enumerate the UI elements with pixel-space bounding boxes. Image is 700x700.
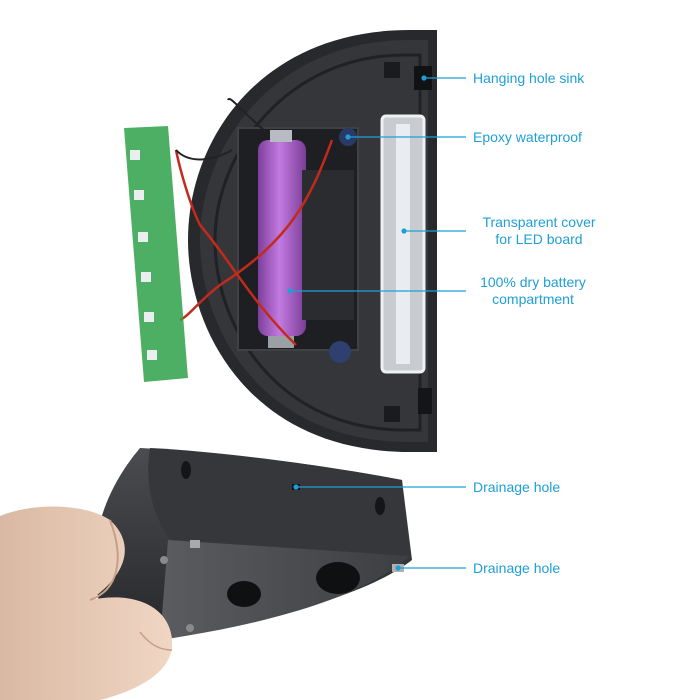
led-pcb bbox=[124, 126, 188, 382]
callout-transparent-cover-line1: Transparent cover bbox=[482, 214, 596, 230]
hand bbox=[0, 506, 173, 700]
battery bbox=[258, 140, 306, 336]
callout-drainage-hole-top: Drainage hole bbox=[473, 479, 561, 495]
callout-battery-line1: 100% dry battery bbox=[480, 274, 586, 290]
callout-drainage-hole-bottom: Drainage hole bbox=[473, 560, 561, 576]
closed-housing bbox=[94, 448, 413, 640]
callout-lines bbox=[287, 75, 466, 571]
callout-transparent-cover-line2: for LED board bbox=[495, 231, 583, 247]
callout-battery-compartment: 100% dry battery compartment bbox=[473, 274, 593, 308]
callout-hanging-hole-sink: Hanging hole sink bbox=[473, 70, 585, 86]
callout-battery-line2: compartment bbox=[492, 291, 574, 307]
open-housing bbox=[174, 30, 437, 452]
callout-epoxy-waterproof: Epoxy waterproof bbox=[473, 129, 582, 145]
callout-transparent-cover: Transparent cover for LED board bbox=[473, 214, 605, 248]
